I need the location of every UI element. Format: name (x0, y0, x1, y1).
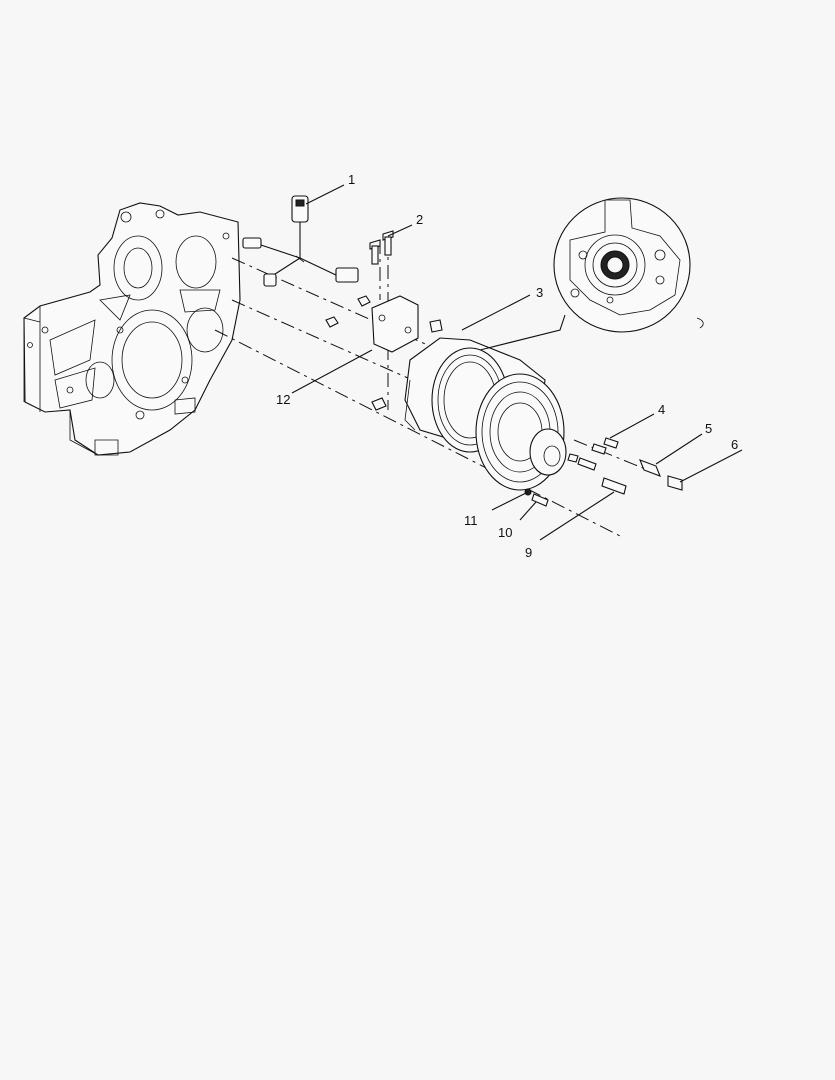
callout-2: 2 (416, 212, 423, 227)
callout-10: 10 (498, 525, 512, 540)
timing-cover (23, 202, 241, 456)
bolts-part-2 (369, 230, 394, 265)
leader-lines (291, 184, 743, 541)
callout-12: 12 (276, 392, 290, 407)
callout-1: 1 (348, 172, 355, 187)
bracket (325, 295, 443, 411)
callout-4: 4 (658, 402, 665, 417)
callout-5: 5 (705, 421, 712, 436)
fan-clutch-assembly (404, 337, 567, 491)
detail-view (479, 197, 704, 351)
callout-6: 6 (731, 437, 738, 452)
fasteners (524, 437, 683, 507)
callout-labels: 1 2 3 4 5 6 9 10 11 12 (276, 172, 738, 560)
wiring-harness (242, 195, 359, 287)
callout-11: 11 (464, 513, 478, 528)
callout-3: 3 (536, 285, 543, 300)
callout-9: 9 (525, 545, 532, 560)
